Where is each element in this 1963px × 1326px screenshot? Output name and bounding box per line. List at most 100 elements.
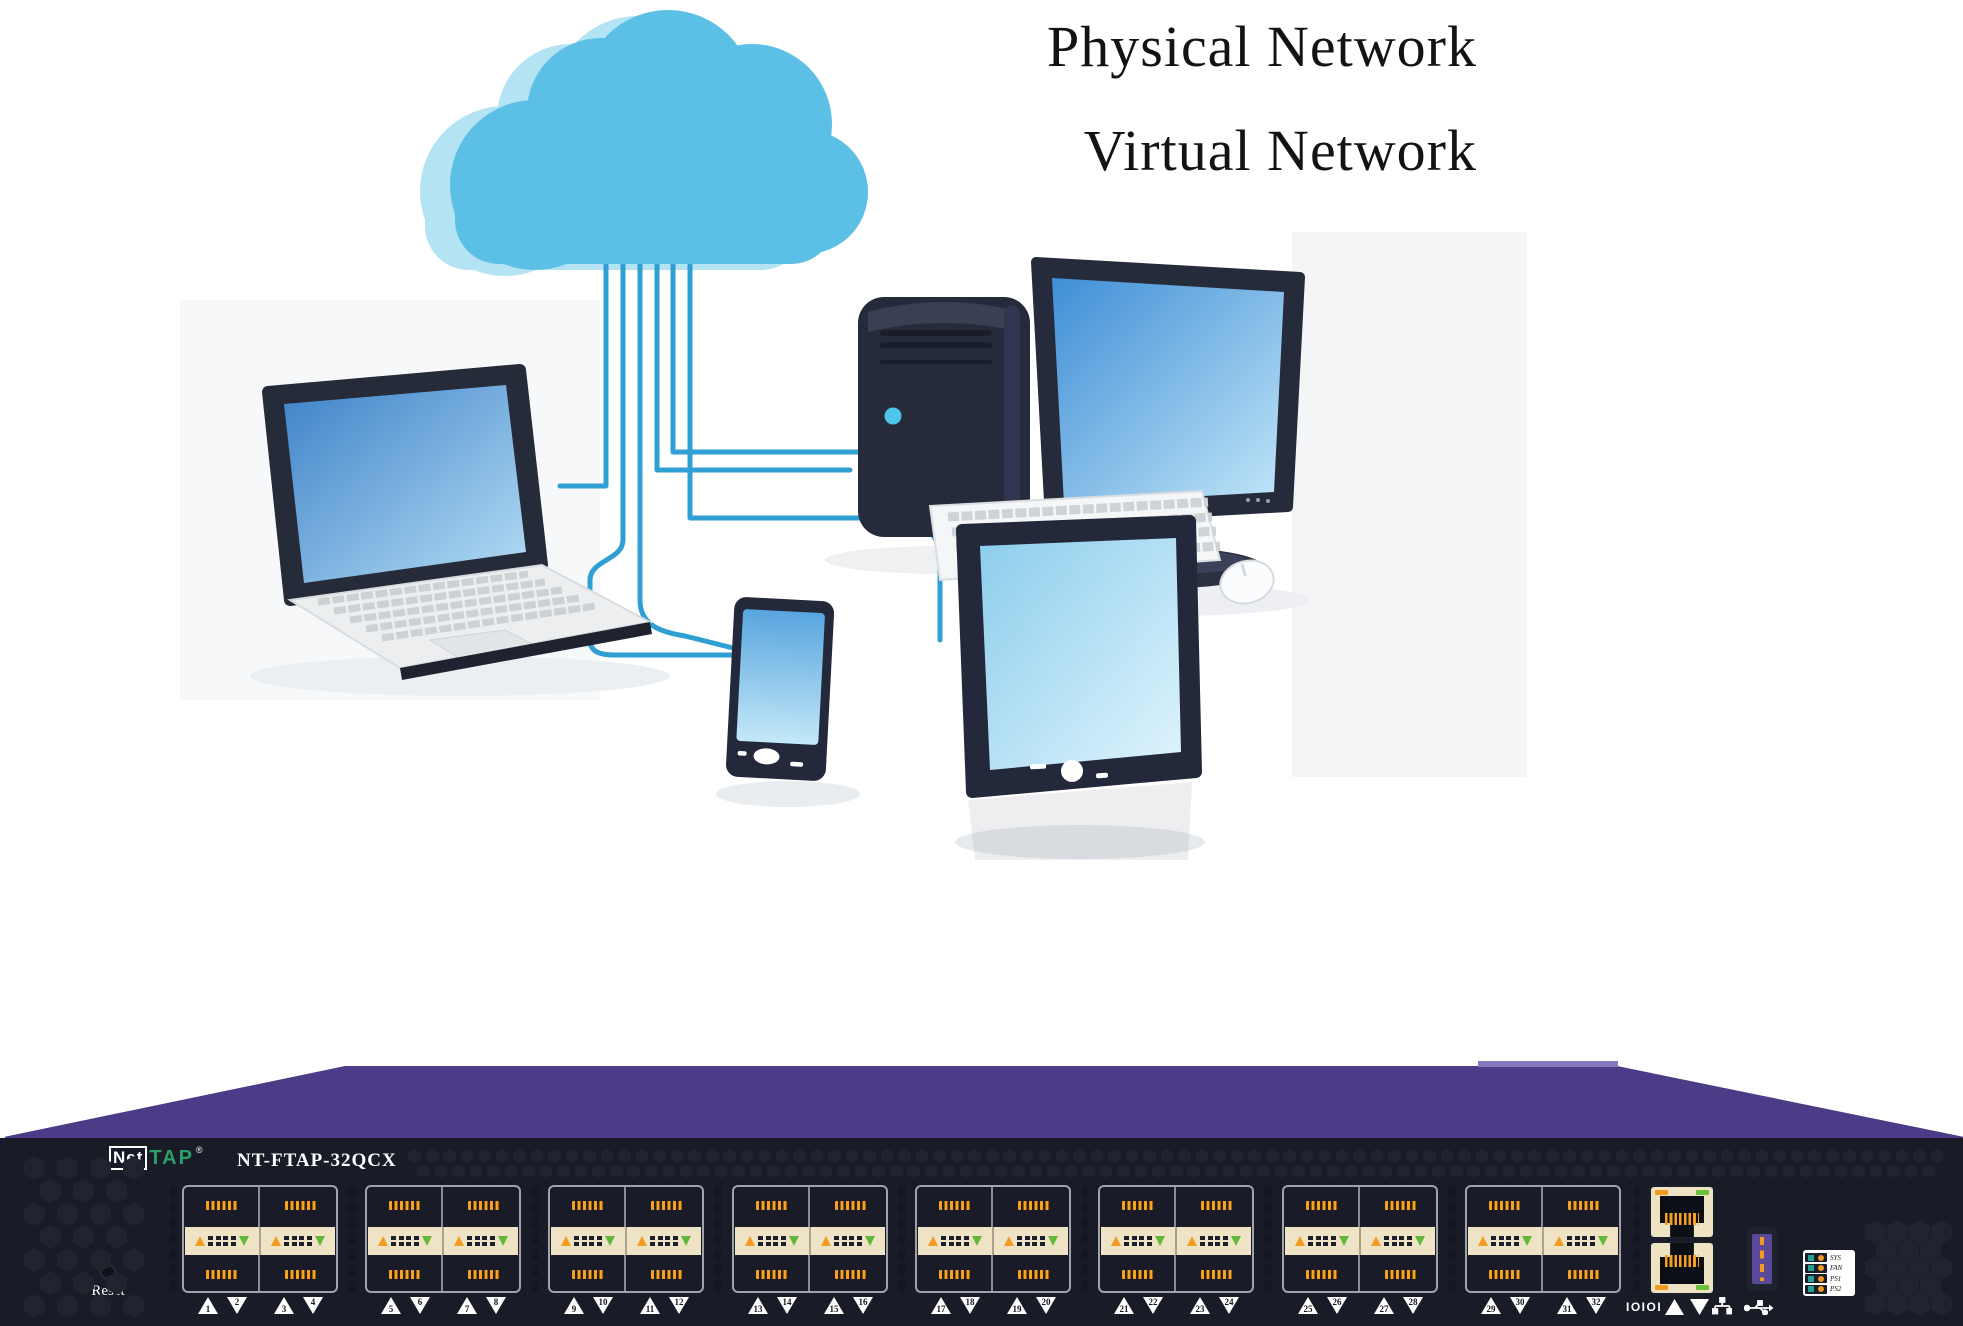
vent-hexagon — [1458, 1149, 1471, 1163]
title-block: Physical Network Virtual Network — [1047, 14, 1477, 184]
led-grid — [1491, 1235, 1519, 1247]
led-grid — [834, 1235, 862, 1247]
port-number: 23 — [1195, 1304, 1205, 1314]
rj45-green-led — [1696, 1190, 1709, 1195]
led-grid — [1124, 1235, 1152, 1247]
vent-hexagon — [1222, 1164, 1235, 1178]
vent-hexagon — [1502, 1164, 1515, 1178]
status-band — [1285, 1227, 1435, 1255]
vent-hexagon — [942, 1164, 955, 1178]
vent-hexagon — [872, 1164, 885, 1178]
port-number: 25 — [1303, 1304, 1313, 1314]
tx-up-arrow-icon — [195, 1236, 206, 1246]
vent-hexagon — [1931, 1220, 1952, 1244]
vent-hexagon — [1178, 1149, 1191, 1163]
vent-hexagon — [1537, 1164, 1550, 1178]
led-grid — [758, 1235, 786, 1247]
vent-hexagon — [950, 1149, 964, 1163]
vent-hexagon — [1887, 1164, 1900, 1178]
vent-hexagon — [1029, 1164, 1043, 1178]
vent-hexagon — [688, 1149, 701, 1163]
cable-to-phone-top — [637, 252, 736, 651]
vent-hexagon — [1876, 1274, 1897, 1298]
port-number-triangle: 17 — [931, 1297, 951, 1314]
rx-down-arrow-icon — [1154, 1236, 1165, 1246]
vent-hexagon — [1169, 1164, 1183, 1178]
vent-hexagon — [1230, 1149, 1244, 1163]
rx-down-arrow-icon — [788, 1236, 799, 1246]
vent-hexagon — [1904, 1164, 1918, 1178]
fiber-connector — [939, 1270, 971, 1279]
led-grid — [1017, 1235, 1045, 1247]
vent-hexagon — [123, 1202, 144, 1226]
vent-hexagon — [487, 1164, 500, 1178]
vent-hexagon — [1484, 1164, 1498, 1178]
vent-hexagon — [90, 1156, 111, 1180]
port-number-triangle: 13 — [748, 1297, 768, 1314]
port-number: 6 — [417, 1297, 423, 1307]
vent-hexagon — [924, 1164, 938, 1178]
vent-hexagon — [1099, 1164, 1113, 1178]
fiber-connector — [1567, 1201, 1600, 1210]
qsfp-port-module — [732, 1185, 888, 1293]
vent-hexagon — [1353, 1149, 1366, 1163]
status-led-row: PS2 — [1805, 1284, 1853, 1295]
status-band-cell — [551, 1227, 625, 1255]
vent-hexagon — [1876, 1238, 1897, 1262]
rx-down-arrow-icon — [680, 1236, 691, 1246]
vent-hexagon — [670, 1149, 684, 1163]
port-number: 17 — [936, 1304, 946, 1314]
fiber-connector — [572, 1201, 604, 1210]
network-tree-icon — [1712, 1297, 1732, 1315]
led-grid — [574, 1235, 602, 1247]
port-number: 9 — [571, 1304, 577, 1314]
vent-hexagon — [1773, 1149, 1786, 1163]
vent-hexagon — [1493, 1149, 1506, 1163]
tx-up-arrow-icon — [928, 1236, 939, 1246]
vent-hexagon — [915, 1149, 929, 1163]
vent-hexagon — [1003, 1149, 1016, 1163]
brand-tap: TAP — [149, 1147, 194, 1169]
port-number-triangle: 19 — [1007, 1297, 1027, 1314]
port-number: 3 — [281, 1304, 287, 1314]
status-band-cell — [1285, 1227, 1359, 1255]
port-number: 30 — [1515, 1297, 1525, 1307]
vent-hexagon — [697, 1164, 710, 1178]
vent-hexagon — [106, 1225, 127, 1249]
vent-hexagon — [469, 1164, 483, 1178]
tx-up-arrow-icon — [1554, 1236, 1565, 1246]
vent-hexagon — [1668, 1149, 1681, 1163]
port-number-triangle: 8 — [486, 1297, 506, 1314]
vent-hexagon — [1764, 1164, 1778, 1178]
tx-up-arrow-icon — [1371, 1236, 1382, 1246]
vent-hexagon — [959, 1164, 973, 1178]
vent-hexagon — [1808, 1149, 1821, 1163]
rx-down-arrow-icon — [1047, 1236, 1058, 1246]
vent-hexagon — [1318, 1149, 1331, 1163]
fiber-connector — [834, 1270, 867, 1279]
port-number: 20 — [1041, 1297, 1051, 1307]
qsfp-port-module — [1465, 1185, 1621, 1293]
vent-hexagon — [889, 1164, 903, 1178]
monitor-logo-button — [1061, 760, 1083, 782]
vent-hexagon — [1362, 1164, 1375, 1178]
vent-hexagon — [57, 1294, 78, 1318]
port-number-triangle: 18 — [960, 1297, 980, 1314]
usb-contacts — [1760, 1237, 1764, 1281]
vent-hexagon — [977, 1164, 990, 1178]
vent-hexagon — [1300, 1149, 1314, 1163]
tx-up-arrow-icon — [1111, 1236, 1122, 1246]
port-number: 14 — [782, 1297, 792, 1307]
vent-hexagon — [1913, 1149, 1926, 1163]
vent-hexagon — [1865, 1256, 1886, 1280]
port-number: 27 — [1379, 1304, 1389, 1314]
vent-hexagon — [1843, 1149, 1856, 1163]
port-number: 1 — [205, 1304, 211, 1314]
vent-hexagon — [1204, 1164, 1218, 1178]
port-number: 31 — [1562, 1304, 1572, 1314]
port-number-triangle: 20 — [1036, 1297, 1056, 1314]
status-led-row: SYS — [1805, 1253, 1853, 1263]
smartphone — [726, 597, 835, 781]
port-number-triangle: 16 — [853, 1297, 873, 1314]
